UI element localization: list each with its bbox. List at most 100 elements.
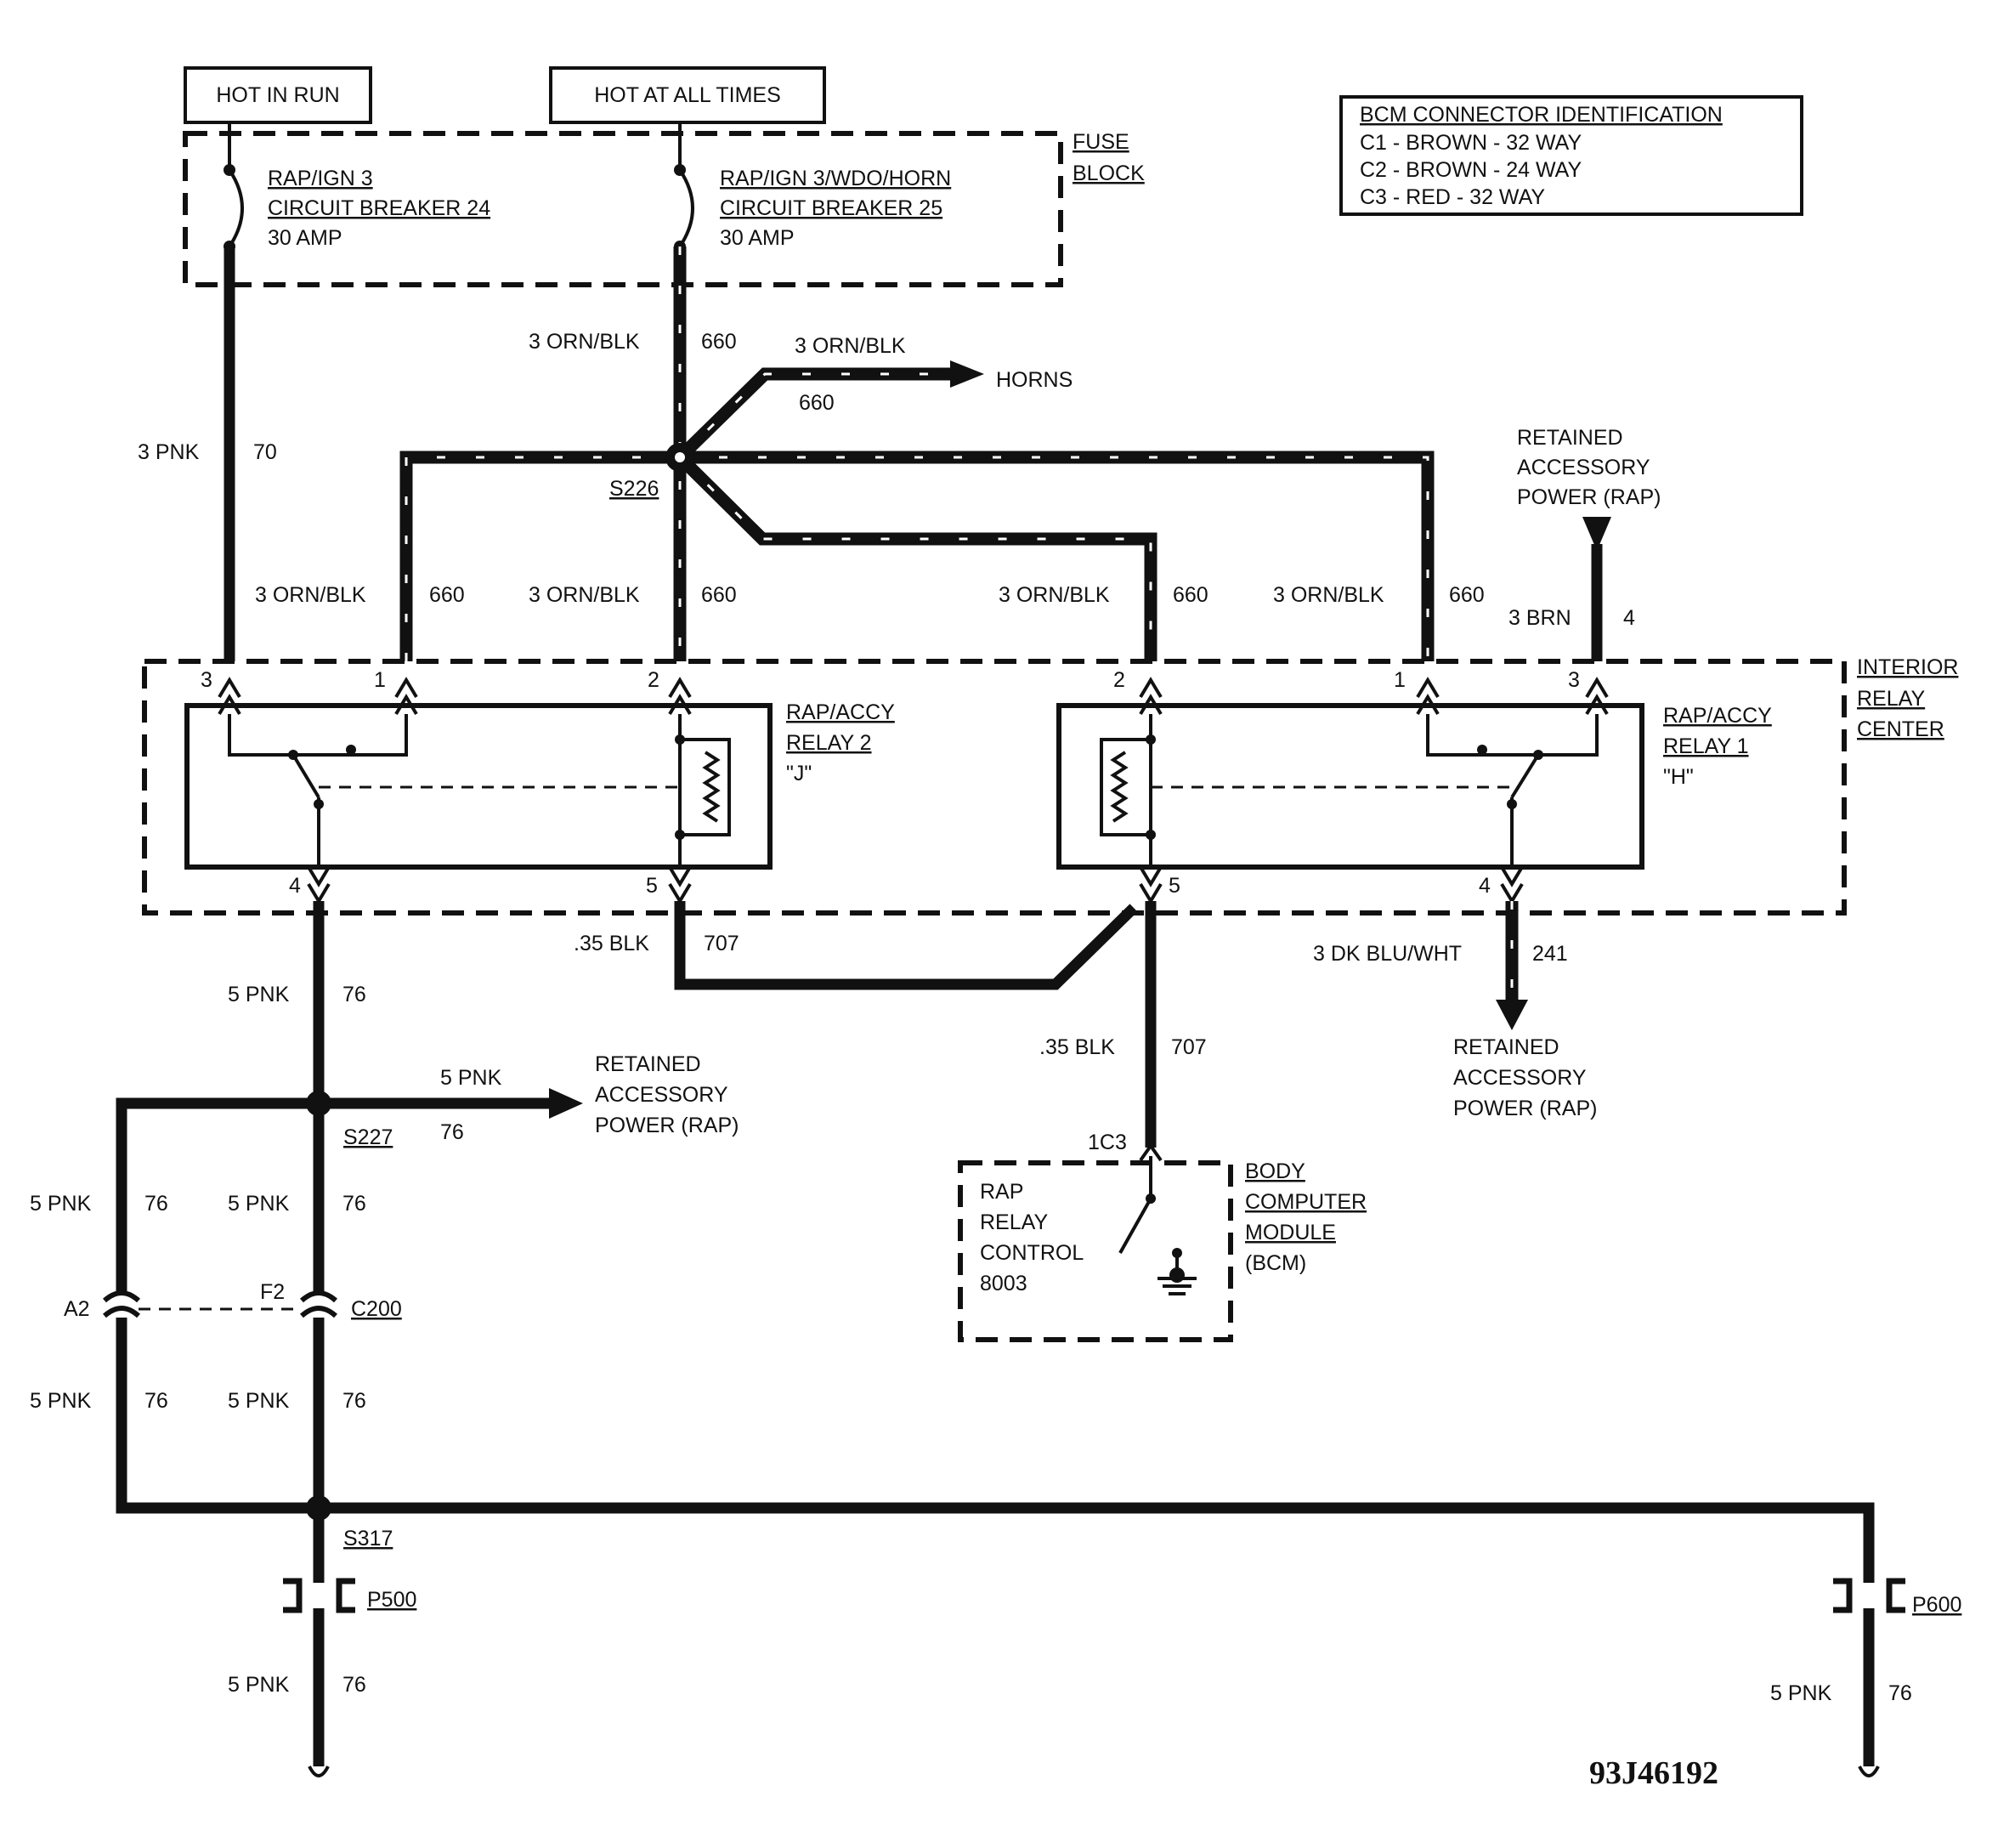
cb25-line2: CIRCUIT BREAKER 25 xyxy=(720,196,942,220)
wire-70-color: 3 PNK xyxy=(138,440,200,464)
relay1-coil-top xyxy=(1146,734,1156,745)
cb25-line3: 30 AMP xyxy=(720,226,795,250)
wire-76-p600-end xyxy=(1858,1766,1880,1777)
wire-76-rap-number: 76 xyxy=(440,1120,464,1144)
connector-p600-label: P600 xyxy=(1912,1593,1961,1617)
bcm-label-3: MODULE xyxy=(1245,1221,1336,1244)
relay1-label-3: "H" xyxy=(1663,765,1694,789)
wire-76-branch-lower xyxy=(116,1318,1875,1583)
relay1-pin4: 4 xyxy=(1479,874,1491,898)
wire-76-label-f-color: 5 PNK xyxy=(228,1673,290,1697)
wire-241-number: 241 xyxy=(1532,942,1568,966)
wire-4-number: 4 xyxy=(1623,606,1635,630)
relay1-pin3: 3 xyxy=(1568,668,1580,692)
wire-660-network xyxy=(399,247,1435,661)
bcm-label-1: BODY xyxy=(1245,1159,1305,1183)
relay2-contact-nc xyxy=(346,745,356,755)
wire-76-label-e-color: 5 PNK xyxy=(228,1389,290,1413)
horns-arrow xyxy=(950,360,984,388)
hot-at-all-times-label: HOT AT ALL TIMES xyxy=(594,83,781,107)
relay2-pivot xyxy=(314,799,324,809)
relay1-box xyxy=(1056,703,1644,870)
wire-76-label-f-number: 76 xyxy=(342,1673,366,1697)
bcm-inner-line1: RAP xyxy=(980,1180,1023,1204)
connector-p500-symbol xyxy=(283,1578,355,1613)
relay2-contact-no xyxy=(288,750,298,760)
wire-76-rap-color: 5 PNK xyxy=(440,1066,502,1090)
relay1-pivot xyxy=(1507,799,1517,809)
hot-in-run-label: HOT IN RUN xyxy=(216,83,339,107)
wire-76-label-d-number: 76 xyxy=(144,1389,168,1413)
cb24-line1: RAP/IGN 3 xyxy=(268,167,373,190)
relay2-label-1: RAP/ACCY xyxy=(786,700,895,724)
relay1-pin2: 2 xyxy=(1113,668,1125,692)
relay2-box xyxy=(184,703,773,870)
wire-660-center-color: 3 ORN/BLK xyxy=(529,583,640,607)
rap-middle-line2: ACCESSORY xyxy=(595,1083,728,1107)
hot-in-run-box xyxy=(184,66,372,124)
horns-wire-number: 660 xyxy=(799,391,835,415)
bcm-internals xyxy=(1118,1142,1197,1295)
irc-label-1: INTERIOR xyxy=(1857,655,1958,679)
relay2-coil-top xyxy=(675,734,685,745)
wire-76-label-e-number: 76 xyxy=(342,1389,366,1413)
relay1-internals xyxy=(1100,714,1599,867)
fuse-block-label-1: FUSE xyxy=(1073,130,1129,154)
relay1-coil-bottom xyxy=(1146,830,1156,840)
relay-center-terminals xyxy=(218,677,1609,904)
bcm-connector-c3: C3 - RED - 32 WAY xyxy=(1360,185,1545,209)
bcm-connector-c2: C2 - BROWN - 24 WAY xyxy=(1360,158,1582,182)
relay2-pin5: 5 xyxy=(646,874,658,898)
relay1-contact-nc xyxy=(1477,745,1487,755)
rap-top-line3: POWER (RAP) xyxy=(1517,485,1661,509)
relay2-pin1: 1 xyxy=(374,668,386,692)
relay1-label-1: RAP/ACCY xyxy=(1663,704,1772,728)
connector-a2-label: A2 xyxy=(64,1297,90,1321)
wire-76-label-a-color: 5 PNK xyxy=(228,983,290,1006)
bcm-inner-line3: CONTROL xyxy=(980,1241,1084,1265)
horns-label: HORNS xyxy=(996,368,1073,392)
wire-76-label-d-color: 5 PNK xyxy=(30,1389,92,1413)
wire-660-top-number: 660 xyxy=(701,330,737,354)
wire-4-color: 3 BRN xyxy=(1508,606,1571,630)
hot-at-all-times-box xyxy=(549,66,826,124)
cb24-line2: CIRCUIT BREAKER 24 xyxy=(268,196,490,220)
connector-f2-label: F2 xyxy=(260,1280,285,1304)
bcm-connector-id-box xyxy=(1339,95,1803,216)
cb24-element xyxy=(228,168,244,248)
wire-76-main-end xyxy=(308,1766,330,1777)
horns-wire-color: 3 ORN/BLK xyxy=(795,334,906,358)
fuse-block-outline xyxy=(183,131,1063,287)
wire-76-label-b-number: 76 xyxy=(144,1192,168,1216)
wire-660-top-color: 3 ORN/BLK xyxy=(529,330,640,354)
wire-707-relay2-number: 707 xyxy=(704,932,739,955)
wire-76-label-a-number: 76 xyxy=(342,983,366,1006)
connector-c200-label: C200 xyxy=(351,1297,402,1321)
wire-241-color: 3 DK BLU/WHT xyxy=(1313,942,1462,966)
wire-660-relay1-number: 660 xyxy=(1173,583,1208,607)
bcm-connector-1c3: 1C3 xyxy=(1088,1131,1127,1154)
splice-s317-label: S317 xyxy=(343,1527,393,1550)
wire-76-label-c-number: 76 xyxy=(342,1192,366,1216)
relay2-pin4: 4 xyxy=(289,874,301,898)
relay2-label-3: "J" xyxy=(786,762,812,785)
bcm-connector-id-title: BCM CONNECTOR IDENTIFICATION xyxy=(1360,103,1723,127)
wire-70-number: 70 xyxy=(253,440,277,464)
rap-top-line1: RETAINED xyxy=(1517,426,1623,450)
wire-707-relay2 xyxy=(674,901,1138,990)
rap-middle-line3: POWER (RAP) xyxy=(595,1114,739,1137)
splice-s317 xyxy=(306,1495,331,1521)
connector-p600-symbol xyxy=(1833,1578,1905,1613)
rap-bottom-line3: POWER (RAP) xyxy=(1453,1097,1597,1120)
bcm-switch-pivot xyxy=(1146,1193,1156,1204)
wire-76-label-c-color: 5 PNK xyxy=(228,1192,290,1216)
relay2-label-2: RELAY 2 xyxy=(786,731,872,755)
splice-s227 xyxy=(306,1091,331,1116)
interior-relay-center-outline xyxy=(142,659,1847,915)
relay2-pin2: 2 xyxy=(648,668,659,692)
cb25-terminal-top xyxy=(674,164,686,176)
rap-middle-arrow xyxy=(549,1088,583,1119)
wire-76-label-g-number: 76 xyxy=(1888,1681,1912,1705)
rap-bottom-line1: RETAINED xyxy=(1453,1035,1559,1059)
relay2-coil-bottom xyxy=(675,830,685,840)
